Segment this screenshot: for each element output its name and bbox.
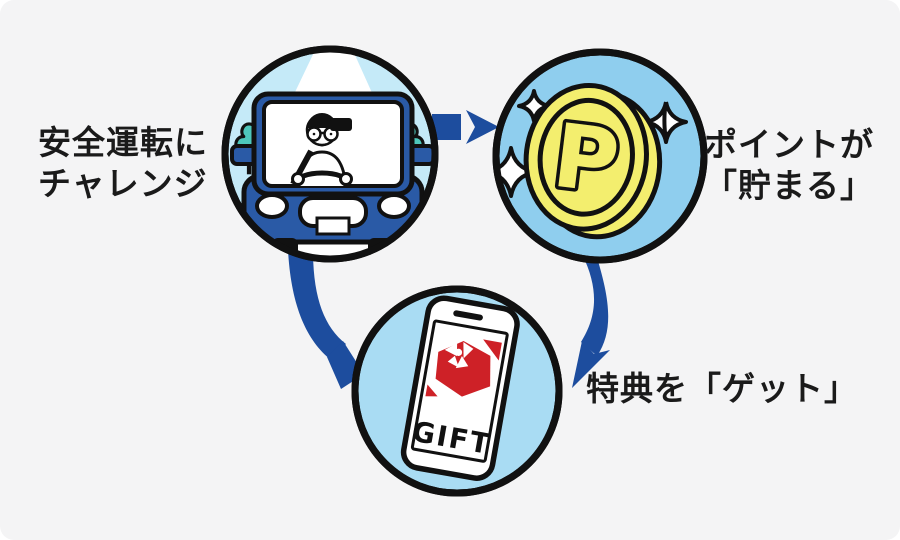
smartphone-icon: GIFT: [400, 295, 520, 481]
step2-label: ポイントが 「貯まる」: [704, 124, 874, 206]
step2-label-line1: ポイントが: [704, 126, 874, 163]
driver-figure: [290, 113, 353, 186]
step1-label-line1: 安全運転に: [38, 124, 208, 161]
step1-label-line2: チャレンジ: [38, 165, 208, 202]
circle-safe-driving: [221, 45, 439, 263]
car-icon: [230, 91, 435, 256]
circle-reward: GIFT: [351, 285, 563, 497]
point-letter: P: [548, 104, 625, 214]
rearview-mirror-icon: [330, 118, 352, 131]
arrow-step1-to-step2: [432, 110, 499, 144]
coin-icon: P: [523, 82, 663, 240]
step1-label: 安全運転に チャレンジ: [38, 122, 208, 204]
arrow-step3-loop: [288, 250, 364, 389]
gift-graphic: [425, 339, 502, 397]
phone-speaker: [453, 310, 483, 321]
circle-points: P: [492, 48, 708, 264]
step3-label: 特典を「ゲット」: [586, 368, 858, 409]
arrow-step2-to-step3: [572, 248, 610, 388]
step3-label-line1: 特典を「ゲット」: [586, 370, 858, 407]
step2-label-line2: 「貯まる」: [704, 167, 874, 204]
gift-ribbon-icon: [444, 342, 474, 369]
